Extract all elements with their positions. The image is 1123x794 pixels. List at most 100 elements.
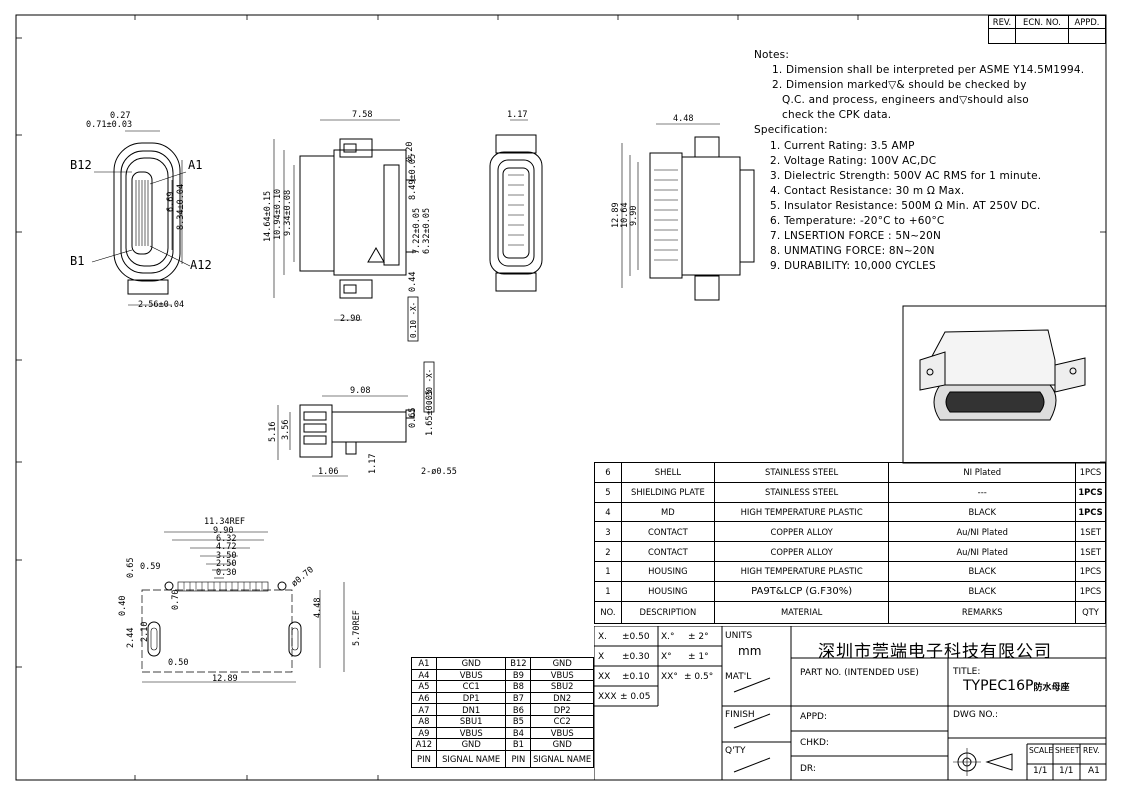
- dim-label: 6.32: [216, 534, 237, 544]
- dim-label: 3.50: [216, 551, 237, 561]
- drawn-label: DR:: [800, 764, 816, 774]
- dim-label: 7.58: [352, 110, 373, 120]
- rear-view: [621, 123, 755, 301]
- connector-render: [919, 329, 1086, 421]
- title-block-frame: [594, 626, 1106, 780]
- spec-1: 1. Current Rating: 3.5 AMP: [770, 139, 915, 152]
- dim-label: 9.34±0.08: [283, 189, 293, 236]
- pin-callout: B1: [70, 254, 85, 268]
- qty-label: Q'TY: [725, 746, 746, 756]
- tolerance-frame: 0.10 -X-: [409, 301, 418, 338]
- sheet-value: 1/1: [1059, 766, 1074, 776]
- note-2: 2. Dimension marked▽& should be checked …: [772, 79, 1027, 92]
- dim-label: 0.30: [216, 568, 237, 578]
- dim-label: 0.65: [126, 557, 136, 578]
- pin-callout: B12: [70, 158, 92, 172]
- dim-label: 6.32±0.05: [422, 207, 432, 254]
- note-2c: check the CPK data.: [782, 109, 892, 122]
- dim-label: 10.94±0.10: [273, 188, 283, 240]
- sheet-label: SHEET: [1055, 746, 1080, 755]
- dim-label: 4.48: [673, 114, 694, 124]
- pcb-footprint: [141, 531, 345, 683]
- dim-label: 0.65: [408, 407, 418, 428]
- revision-table: REV. ECN. NO. APPD.: [988, 15, 1106, 44]
- spec-6: 6. Temperature: -20°C to +60°C: [770, 215, 945, 228]
- dim-label: 0.27: [110, 111, 131, 121]
- dim-label: 1.17: [507, 110, 528, 120]
- dim-label: 14.64±0.15: [263, 190, 273, 242]
- title-label: TITLE:: [953, 667, 981, 677]
- scale-label: SCALE: [1029, 746, 1054, 755]
- dim-label: 1.06: [318, 467, 339, 477]
- dim-label: 0.71±0.03: [86, 120, 133, 130]
- appd-col: APPD.: [1068, 15, 1106, 29]
- company-name: 深圳市莞端电子科技有限公司: [818, 642, 1052, 662]
- note-2b: Q.C. and process, engineers and▽should a…: [782, 94, 1029, 107]
- material-label: MAT'L: [725, 672, 752, 682]
- finish-label: FINISH: [725, 710, 755, 720]
- side-view: [273, 119, 419, 342]
- dim-label: 2.90: [340, 314, 361, 324]
- lower-view: [277, 361, 435, 477]
- dim-label: 9.08: [350, 386, 371, 396]
- dim-label: 8.49±0.05: [408, 153, 418, 200]
- dim-label: 5.16: [268, 421, 278, 442]
- part-no-label: PART NO. (INTENDED USE): [800, 668, 919, 678]
- dim-label: 3.56: [281, 419, 291, 440]
- dim-label: 1.17: [368, 453, 378, 474]
- dim-label: 9.90: [629, 205, 639, 226]
- spec-3: 3. Dielectric Strength: 500V AC RMS for …: [770, 169, 1042, 182]
- dim-label: 0.70: [171, 589, 181, 610]
- note-1: 1. Dimension shall be interpreted per AS…: [772, 64, 1085, 77]
- ecn-col: ECN. NO.: [1015, 15, 1069, 29]
- dim-label: 0.50: [168, 658, 189, 668]
- triangle-icon: ▽: [888, 79, 897, 92]
- rev-value: A1: [1088, 766, 1100, 776]
- spec-8: 8. UNMATING FORCE: 8N~20N: [770, 245, 935, 258]
- dim-label: 2.10: [140, 621, 150, 642]
- dim-label: 2.44: [126, 627, 136, 648]
- dim-label: 2.50: [216, 559, 237, 569]
- spec-4: 4. Contact Resistance: 30 m Ω Max.: [770, 184, 965, 197]
- checked-label: CHKD:: [800, 738, 829, 748]
- dim-label: 7.22±0.05: [412, 207, 422, 254]
- dim-label: 4.48: [313, 597, 323, 618]
- drawing-title: TYPEC16P防水母座: [963, 678, 1070, 694]
- tolerance-frame: 0.30 -X-: [425, 368, 434, 405]
- dim-label: 6.69: [166, 191, 176, 212]
- notes-block: Notes: 1. Dimension shall be interpreted…: [754, 48, 1084, 274]
- spec-2: 2. Voltage Rating: 100V AC,DC: [770, 154, 937, 167]
- dim-label: 2.56±0.04: [138, 300, 185, 310]
- scale-value: 1/1: [1033, 766, 1048, 776]
- pin-callout: A1: [188, 158, 203, 172]
- approved-label: APPD:: [800, 712, 827, 722]
- dim-label: 0.40: [118, 595, 128, 616]
- dim-label: 8.34±0.04: [176, 183, 186, 230]
- rev-col: REV.: [988, 15, 1016, 29]
- dim-label: 11.34REF: [204, 517, 245, 527]
- dim-label: 0.44: [408, 271, 418, 292]
- units-value: mm: [738, 644, 762, 658]
- dim-label: 9.90: [213, 526, 234, 536]
- rev-label: REV.: [1083, 746, 1100, 755]
- dim-label: 12.89: [212, 674, 238, 684]
- notes-heading: Notes:: [754, 49, 790, 61]
- top-view: [489, 119, 543, 292]
